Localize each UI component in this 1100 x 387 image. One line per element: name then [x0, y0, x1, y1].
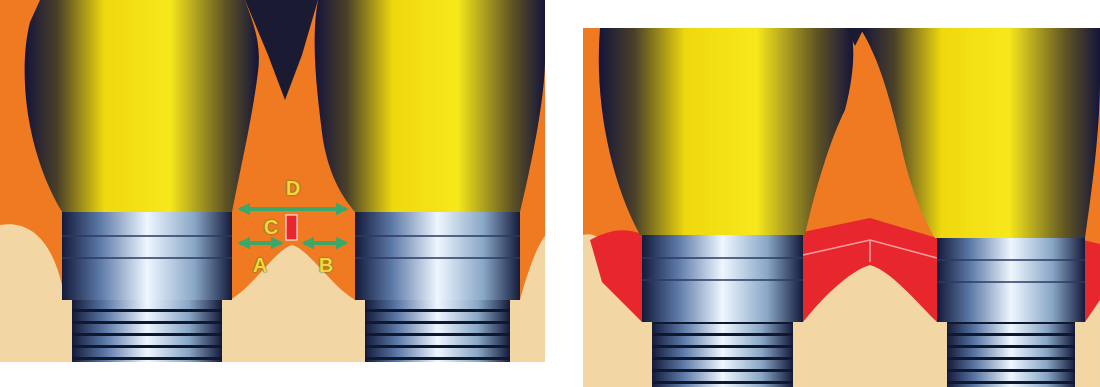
implant-threads [72, 300, 222, 362]
implant-collar [642, 235, 803, 322]
soft-tissue [583, 28, 1100, 387]
gingiva [803, 218, 937, 322]
implant-collar [355, 212, 520, 300]
crown [315, 0, 545, 212]
soft-tissue [0, 0, 545, 362]
dimension-label: D [286, 178, 300, 198]
right-panel [583, 28, 1100, 387]
implant-threads [652, 322, 793, 387]
dimension-label: A [253, 255, 267, 275]
left-panel [0, 0, 545, 362]
crown [25, 0, 259, 212]
dimension-label: C [264, 217, 278, 237]
crown [599, 28, 854, 235]
dimension-label: B [319, 255, 333, 275]
implant-collar [62, 212, 232, 300]
dimension-arrow [304, 241, 346, 245]
implant-collar [937, 238, 1085, 322]
dimension-arrow [240, 207, 346, 211]
crown [860, 28, 1100, 238]
gingiva [590, 230, 642, 322]
dimension-arrow [240, 241, 281, 245]
implant-threads [947, 322, 1075, 387]
gingiva [1083, 240, 1100, 322]
implant-threads [365, 300, 510, 362]
contact-bar [286, 215, 297, 240]
